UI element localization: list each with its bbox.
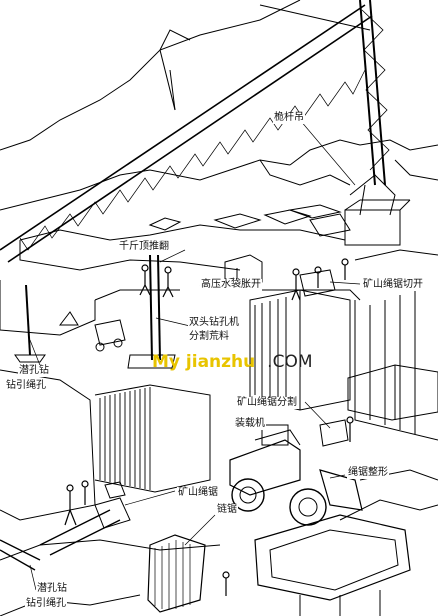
- label-mast-crane: 桅杆吊: [273, 112, 305, 124]
- label-wire-saw-cut: 矿山绳锯切开: [362, 279, 424, 291]
- label-wire-saw-split: 矿山绳锯分割: [236, 397, 298, 409]
- label-loader: 装载机: [234, 418, 266, 430]
- label-water-airbag-split: 高压水袋胀开: [200, 279, 262, 291]
- watermark-suffix: .COM: [267, 352, 313, 372]
- label-double-head-drill: 双头钻孔机: [188, 317, 240, 329]
- label-chain-saw: 链锯: [216, 504, 238, 516]
- label-dth-drill-bottom: 潜孔钻: [36, 583, 68, 595]
- watermark-logo: My jianzhu .COM: [152, 352, 313, 372]
- label-split-blocks: 分割荒料: [188, 331, 230, 343]
- watermark-prefix: My jianzhu: [152, 352, 256, 372]
- label-jack-overturn: 千斤顶推翻: [118, 241, 170, 253]
- label-dth-drill-left: 潜孔钻: [18, 365, 50, 377]
- label-wire-saw-shaping: 绳锯整形: [347, 467, 389, 479]
- label-wire-saw-mid: 矿山绳锯: [177, 487, 219, 499]
- label-guide-hole-left: 钻引绳孔: [5, 380, 47, 392]
- label-guide-hole-bottom: 钻引绳孔: [25, 598, 67, 610]
